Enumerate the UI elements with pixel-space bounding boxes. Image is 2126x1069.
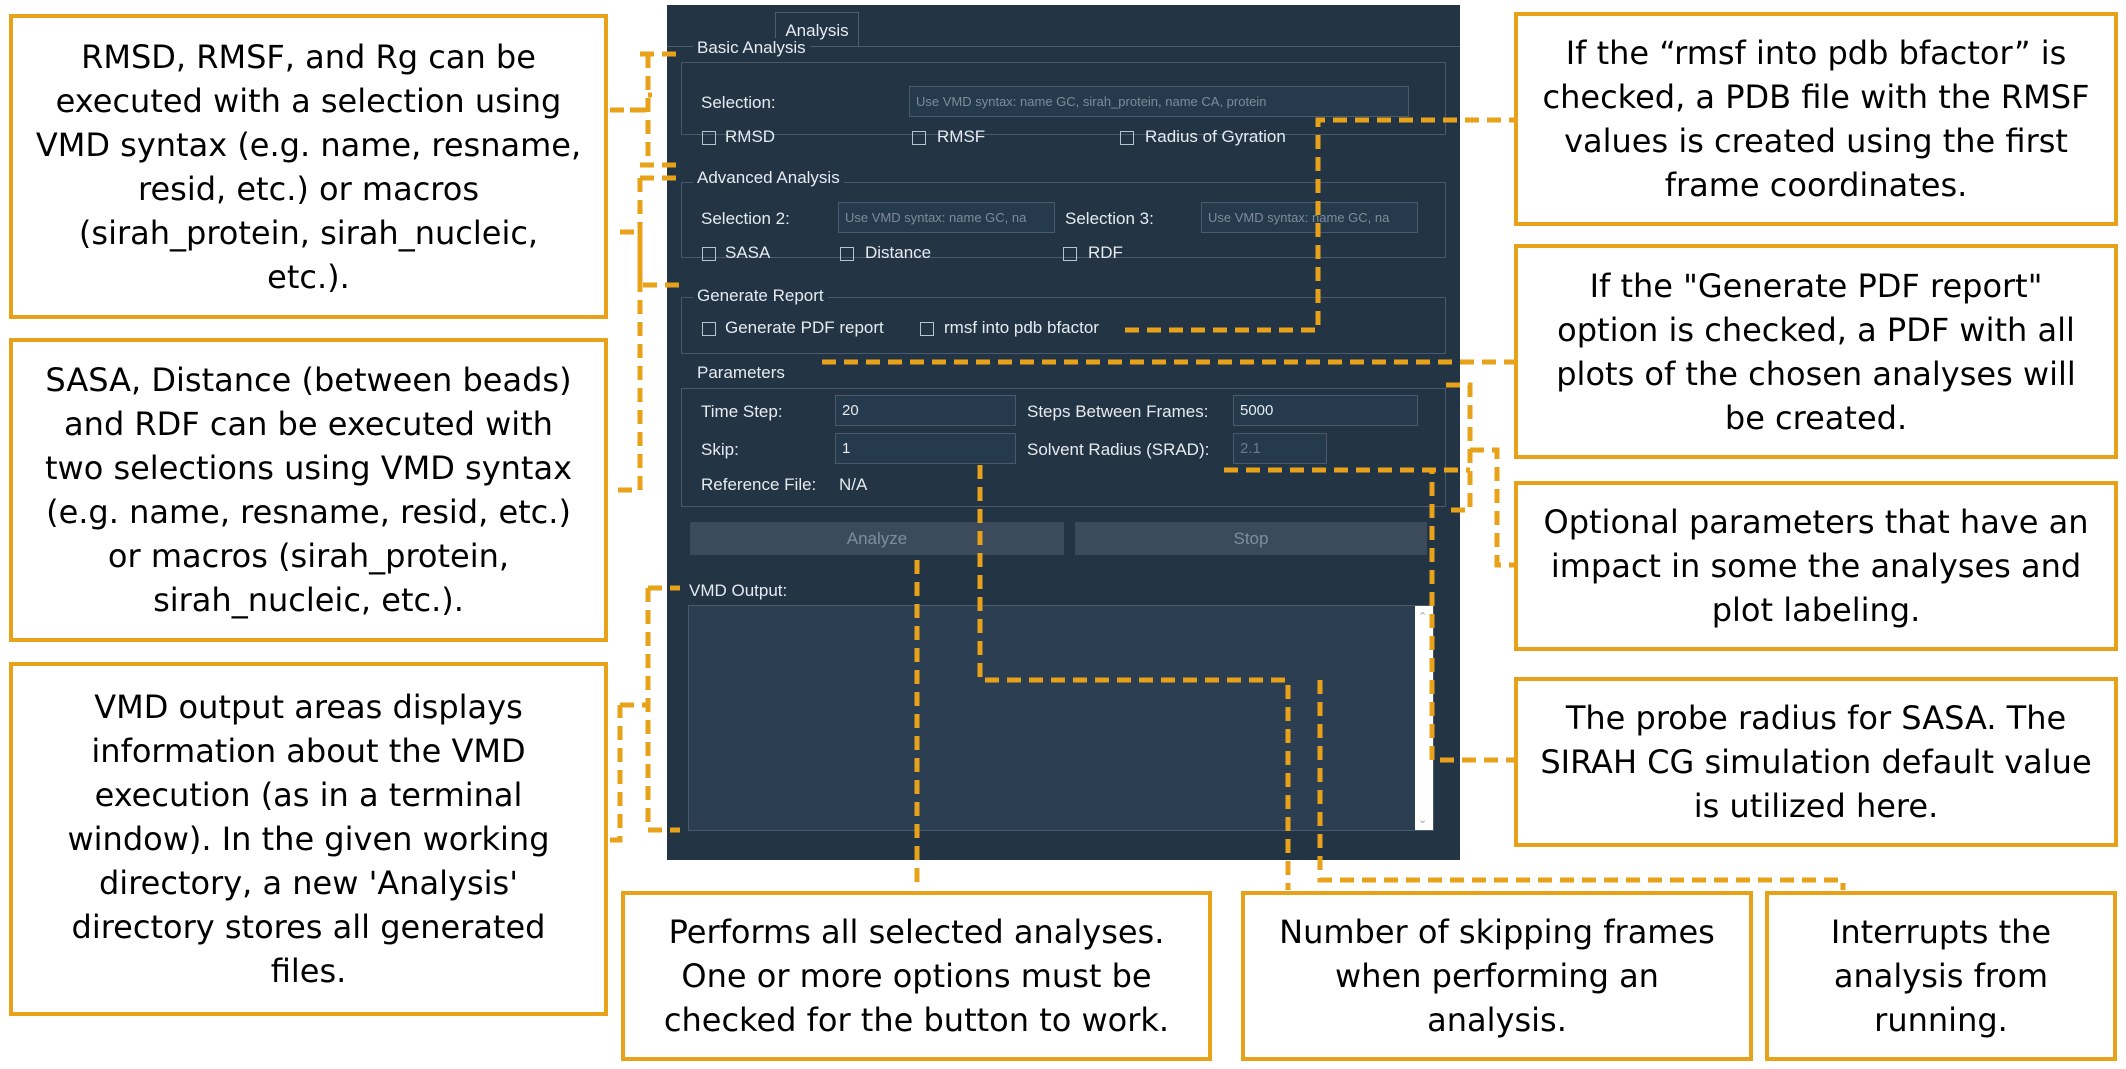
selection2-label: Selection 2: — [701, 209, 790, 228]
rg-checkbox[interactable] — [1120, 131, 1134, 145]
callout-stop: Interrupts the analysis from running. — [1765, 891, 2117, 1061]
sasa-checkbox[interactable] — [702, 247, 716, 261]
pdf-report-checkbox[interactable] — [702, 322, 716, 336]
callout-parameters: Optional parameters that have an impact … — [1514, 481, 2118, 651]
callout-advanced-analysis: SASA, Distance (between beads) and RDF c… — [9, 338, 608, 642]
advanced-analysis-title: Advanced Analysis — [693, 168, 844, 188]
reference-file-label: Reference File: — [701, 475, 817, 494]
selection3-input[interactable]: Use VMD syntax: name GC, na — [1201, 202, 1418, 233]
callout-basic-analysis: RMSD, RMSF, and Rg can be executed with … — [9, 14, 608, 319]
time-step-label: Time Step: — [701, 402, 783, 421]
callout-analyze: Performs all selected analyses. One or m… — [621, 891, 1212, 1061]
report-title: Generate Report — [693, 286, 828, 306]
selection-label: Selection: — [701, 93, 776, 112]
rmsd-checkbox[interactable] — [702, 131, 716, 145]
basic-analysis-group — [681, 62, 1446, 135]
skip-label: Skip: — [701, 440, 739, 459]
pdf-report-label: Generate PDF report — [725, 318, 884, 337]
srad-label: Solvent Radius (SRAD): — [1027, 440, 1210, 459]
bfactor-label: rmsf into pdb bfactor — [944, 318, 1099, 337]
steps-input[interactable]: 5000 — [1233, 395, 1418, 426]
scroll-up-icon[interactable]: ⌃ — [1418, 611, 1428, 623]
callout-bfactor: If the “rmsf into pdb bfactor” is checke… — [1514, 12, 2118, 226]
steps-label: Steps Between Frames: — [1027, 402, 1209, 421]
stop-button[interactable]: Stop — [1075, 522, 1427, 555]
scroll-down-icon[interactable]: ⌄ — [1418, 814, 1428, 826]
rmsd-label: RMSD — [725, 127, 776, 146]
callout-srad: The probe radius for SASA. The SIRAH CG … — [1514, 677, 2118, 847]
distance-label: Distance — [865, 243, 932, 262]
reference-file-value: N/A — [839, 475, 868, 494]
vmd-output-area[interactable]: ⌃ ⌄ — [688, 605, 1434, 831]
rdf-label: RDF — [1088, 243, 1123, 262]
analysis-panel: Analysis Basic Analysis Selection: Use V… — [667, 5, 1460, 860]
rdf-checkbox[interactable] — [1063, 247, 1077, 261]
vmd-output-label: VMD Output: — [689, 581, 788, 600]
selection3-label: Selection 3: — [1065, 209, 1154, 228]
parameters-title: Parameters — [693, 363, 789, 383]
bfactor-checkbox[interactable] — [920, 322, 934, 336]
skip-input[interactable]: 1 — [835, 433, 1016, 464]
selection-input[interactable]: Use VMD syntax: name GC, sirah_protein, … — [909, 86, 1409, 117]
rmsf-checkbox[interactable] — [912, 131, 926, 145]
time-step-input[interactable]: 20 — [835, 395, 1016, 426]
callout-skip: Number of skipping frames when performin… — [1241, 891, 1753, 1061]
parameters-group — [681, 388, 1446, 507]
sasa-label: SASA — [725, 243, 771, 262]
output-scrollbar[interactable]: ⌃ ⌄ — [1415, 606, 1433, 830]
rg-label: Radius of Gyration — [1145, 127, 1286, 146]
basic-analysis-title: Basic Analysis — [693, 38, 810, 58]
report-group — [681, 297, 1446, 354]
analyze-button[interactable]: Analyze — [690, 522, 1064, 555]
selection2-input[interactable]: Use VMD syntax: name GC, na — [838, 202, 1055, 233]
callout-pdf-report: If the "Generate PDF report" option is c… — [1514, 244, 2118, 459]
rmsf-label: RMSF — [937, 127, 986, 146]
tab-divider — [667, 46, 1460, 47]
callout-vmd-output: VMD output areas displays information ab… — [9, 662, 608, 1016]
srad-input[interactable]: 2.1 — [1233, 433, 1327, 464]
distance-checkbox[interactable] — [840, 247, 854, 261]
